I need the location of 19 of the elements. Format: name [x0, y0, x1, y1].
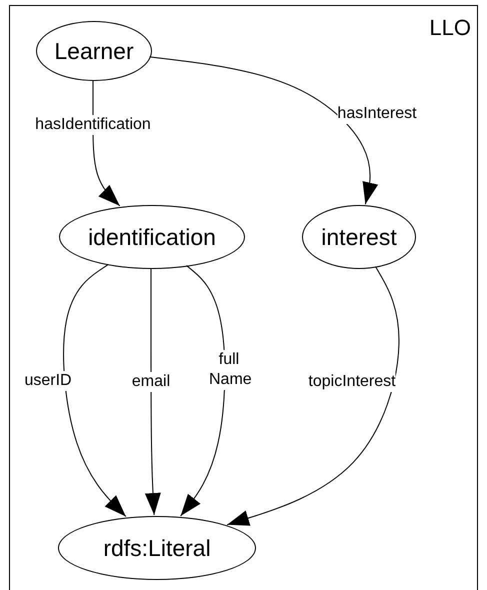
arrow — [144, 268, 161, 516]
arrow — [226, 266, 400, 526]
edge-label: email — [132, 372, 170, 392]
class-name: identification — [88, 224, 216, 250]
edge-label: hasIdentification — [35, 115, 151, 135]
edge-label: full Name — [209, 350, 249, 390]
edge-label: userID — [24, 371, 72, 391]
class-name: rdfs:Literal — [103, 534, 211, 562]
class-ellipse — [58, 516, 256, 580]
class-name: interest — [321, 224, 397, 250]
frame-title: LLO — [429, 15, 471, 41]
class-ellipse — [59, 205, 245, 269]
arrow — [63, 264, 126, 518]
edge-label: topicInterest — [308, 372, 396, 392]
class-name: Learner — [54, 38, 134, 64]
class-ellipse — [302, 205, 416, 269]
class-ellipse — [36, 21, 152, 81]
arrow — [148, 56, 378, 205]
edge-label: hasInterest — [337, 104, 417, 124]
